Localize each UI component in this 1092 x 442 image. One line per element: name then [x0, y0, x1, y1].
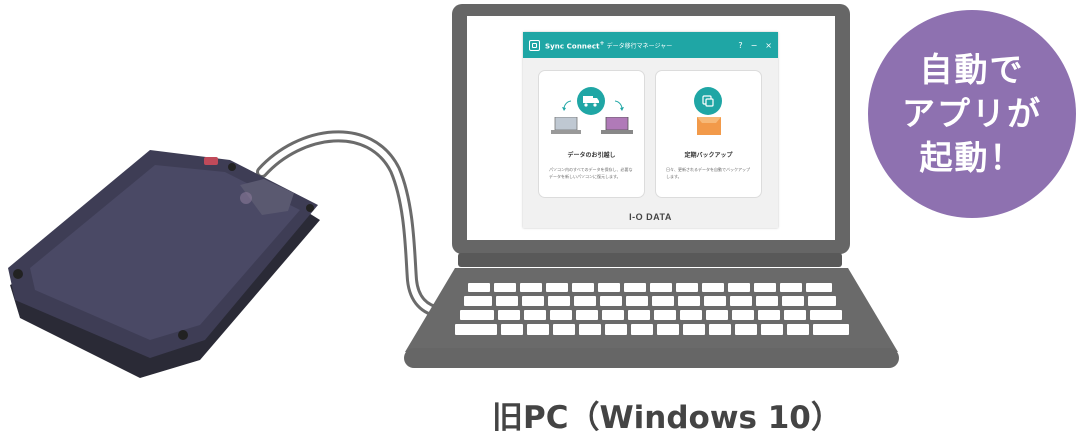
- laptop-hinge: [458, 253, 842, 267]
- backup-icon: [694, 87, 722, 115]
- hdd-screw: [228, 163, 236, 171]
- old-laptop-icon: [551, 117, 581, 134]
- keyboard-row-1: [468, 283, 832, 292]
- badge-line: 自動で: [919, 50, 1025, 89]
- app-titlebar: Sync Connect+ データ移行マネージャー ? − ×: [523, 32, 778, 58]
- hdd-screw: [306, 204, 314, 212]
- close-button[interactable]: ×: [765, 40, 772, 50]
- hdd-screw: [178, 330, 188, 340]
- auto-launch-badge: 自動で アプリが 起動！: [868, 10, 1076, 218]
- card-description: 日々、更新されるデータを自動でバックアップします。: [666, 167, 750, 179]
- truck-icon: [577, 87, 605, 115]
- external-hdd-illustration: [8, 150, 320, 378]
- periodic-backup-card[interactable]: 定期バックアップ 日々、更新されるデータを自動でバックアップします。: [655, 70, 762, 198]
- hdd-top-highlight: [30, 165, 300, 340]
- badge-line: 起動！: [919, 138, 1025, 177]
- card-title: データのお引越し: [567, 152, 616, 159]
- card-description: パソコン内のすべてのデータを保存し、必要なデータを新しいパソコンに復元します。: [549, 167, 633, 179]
- data-migration-card[interactable]: データのお引越し パソコン内のすべてのデータを保存し、必要なデータを新しいパソコ…: [538, 70, 645, 198]
- arrow-left-icon: [562, 100, 572, 111]
- keyboard: [455, 283, 849, 335]
- keyboard-row-2: [464, 296, 836, 306]
- old-pc-caption: 旧PC（Windows 10）: [492, 400, 842, 436]
- backup-drive-icon: [697, 117, 721, 135]
- minimize-button[interactable]: −: [750, 40, 758, 50]
- usb-cable-inner: [259, 133, 443, 315]
- new-laptop-icon: [601, 117, 633, 134]
- badge-line: アプリが: [902, 94, 1042, 133]
- window-controls: ? − ×: [738, 41, 772, 50]
- keyboard-row-3: [460, 310, 842, 320]
- card-row: データのお引越し パソコン内のすべてのデータを保存し、必要なデータを新しいパソコ…: [523, 58, 778, 198]
- app-window: Sync Connect+ データ移行マネージャー ? − ×: [523, 32, 778, 228]
- sync-connect-logo-icon: [529, 39, 540, 51]
- arrow-right-icon: [614, 100, 624, 111]
- laptop-base-edge: [404, 348, 899, 368]
- help-button[interactable]: ?: [738, 40, 743, 50]
- hdd-screw: [13, 269, 23, 279]
- hdd-connector: [204, 157, 218, 165]
- hdd-port-cover: [240, 179, 294, 215]
- iodata-logo: I-O DATA: [629, 212, 672, 222]
- app-title: Sync Connect+: [545, 39, 605, 51]
- app-subtitle: データ移行マネージャー: [606, 42, 673, 50]
- keyboard-row-4: [455, 324, 849, 335]
- card-title: 定期バックアップ: [684, 152, 733, 159]
